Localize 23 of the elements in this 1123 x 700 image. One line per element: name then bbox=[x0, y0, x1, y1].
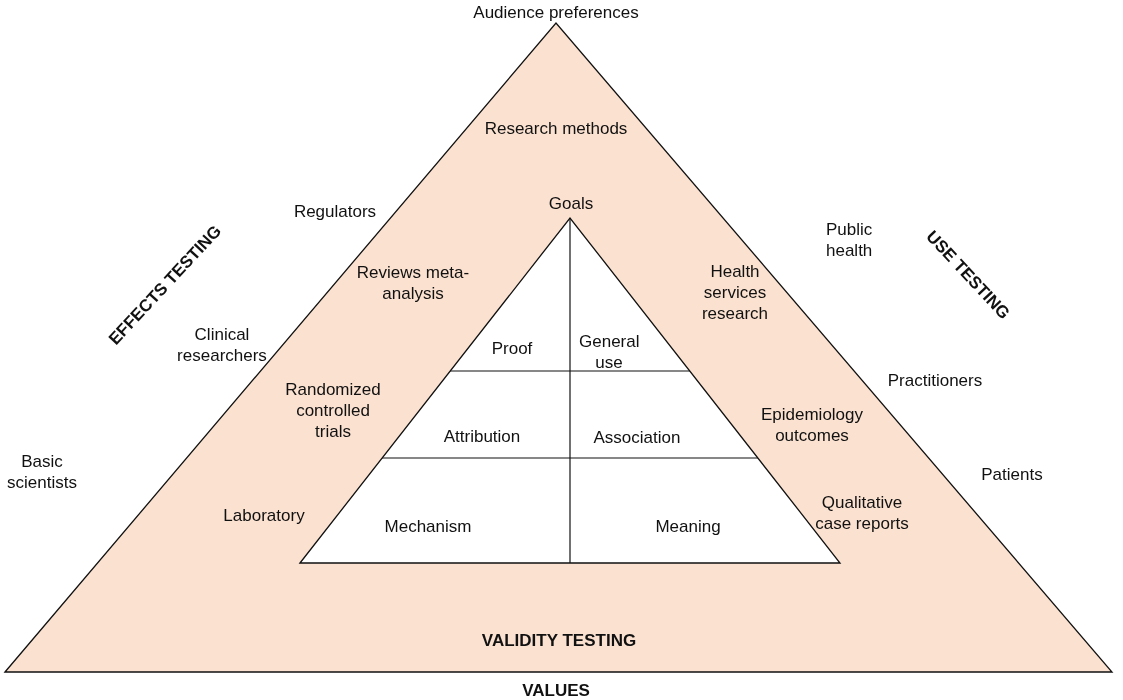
goal-label: Meaning bbox=[655, 515, 721, 537]
method-label: Qualitative case reports bbox=[814, 492, 910, 534]
goal-label: Association bbox=[593, 426, 681, 448]
audience-label: Patients bbox=[981, 463, 1043, 485]
audience-label: Audience preferences bbox=[473, 1, 639, 23]
goal-label: General use bbox=[579, 331, 639, 373]
goal-label: Mechanism bbox=[384, 515, 472, 537]
goals-heading: Goals bbox=[548, 192, 594, 214]
pyramid-base-title: VALIDITY TESTING bbox=[481, 629, 637, 651]
audience-label: Basic scientists bbox=[6, 451, 78, 493]
audience-label: Practitioners bbox=[887, 369, 983, 391]
method-label: Health services research bbox=[700, 260, 770, 324]
method-label: Reviews meta-analysis bbox=[355, 262, 471, 304]
audience-label: Clinical researchers bbox=[176, 324, 268, 366]
method-label: Laboratory bbox=[223, 504, 305, 526]
audience-label: Public health bbox=[826, 219, 874, 261]
audience-label: Regulators bbox=[293, 200, 377, 222]
method-label: Randomized controlled trials bbox=[284, 378, 382, 442]
goal-label: Attribution bbox=[443, 425, 521, 447]
method-label: Epidemiology outcomes bbox=[759, 404, 865, 446]
goal-label: Proof bbox=[491, 337, 533, 359]
axis-title: VALUES bbox=[522, 679, 590, 700]
pyramid-heading: Research methods bbox=[484, 117, 628, 139]
